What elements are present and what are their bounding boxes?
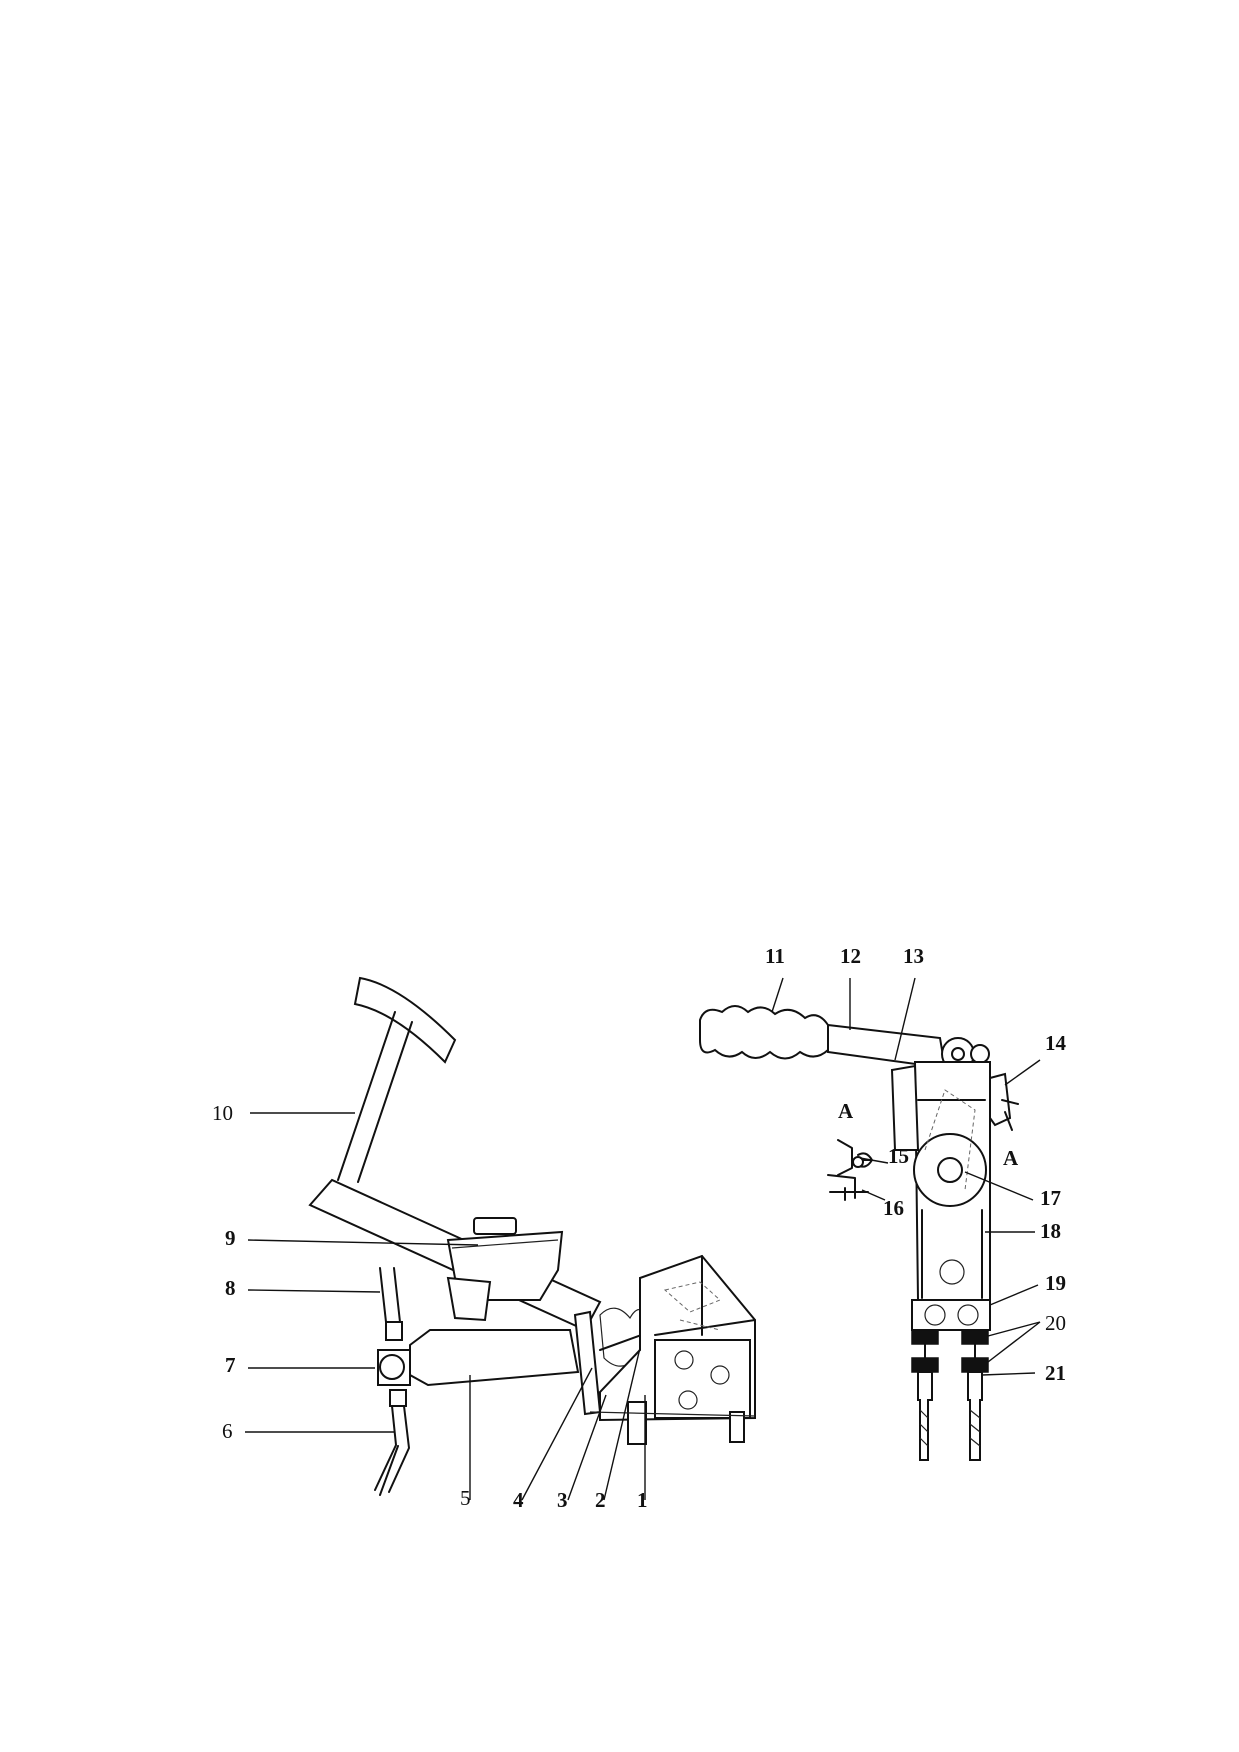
label-12: 12 [840, 944, 861, 968]
label-4: 4 [513, 1488, 524, 1512]
label-5: 5 [460, 1486, 471, 1510]
label-7: 7 [225, 1353, 236, 1377]
label-section-a-left: A [838, 1099, 854, 1123]
brake-pipe-upper [379, 1267, 401, 1323]
pedal-arm [337, 1011, 413, 1183]
brake-pipe-lower [374, 1405, 410, 1496]
adjust-nut-2 [961, 1329, 989, 1345]
right-leaders [771, 977, 1041, 1376]
cable-sleeve-left [917, 1371, 933, 1461]
label-9: 9 [225, 1226, 236, 1250]
cable-sleeve-right [967, 1371, 983, 1461]
label-18: 18 [1040, 1219, 1061, 1243]
reservoir-cap [473, 1217, 517, 1235]
adjust-nut-4 [961, 1357, 989, 1373]
adjust-nut-1 [911, 1329, 939, 1345]
master-cylinder [409, 1329, 580, 1387]
label-20: 20 [1045, 1311, 1066, 1335]
mounting-plate [573, 1310, 602, 1416]
pedal-pad [353, 976, 457, 1064]
label-6: 6 [222, 1419, 233, 1443]
label-2: 2 [595, 1488, 606, 1512]
part-labels: 1 2 3 4 5 6 7 8 9 10 11 12 13 14 15 16 1… [212, 944, 1067, 1512]
lever-grip [699, 1005, 829, 1060]
pedal-assembly [308, 976, 756, 1496]
label-14: 14 [1045, 1031, 1067, 1055]
label-21: 21 [1045, 1361, 1066, 1385]
label-16: 16 [883, 1196, 904, 1220]
label-15: 15 [888, 1144, 909, 1168]
label-17: 17 [1040, 1186, 1061, 1210]
label-1: 1 [637, 1488, 648, 1512]
label-13: 13 [903, 944, 924, 968]
label-section-a-right: A [1003, 1146, 1019, 1170]
label-8: 8 [225, 1276, 236, 1300]
label-19: 19 [1045, 1271, 1066, 1295]
adjust-nut-3 [911, 1357, 939, 1373]
left-leaders [245, 1112, 646, 1501]
label-10: 10 [212, 1101, 233, 1125]
hand-lever-assembly [699, 1005, 1019, 1461]
label-3: 3 [557, 1488, 568, 1512]
label-11: 11 [765, 944, 785, 968]
